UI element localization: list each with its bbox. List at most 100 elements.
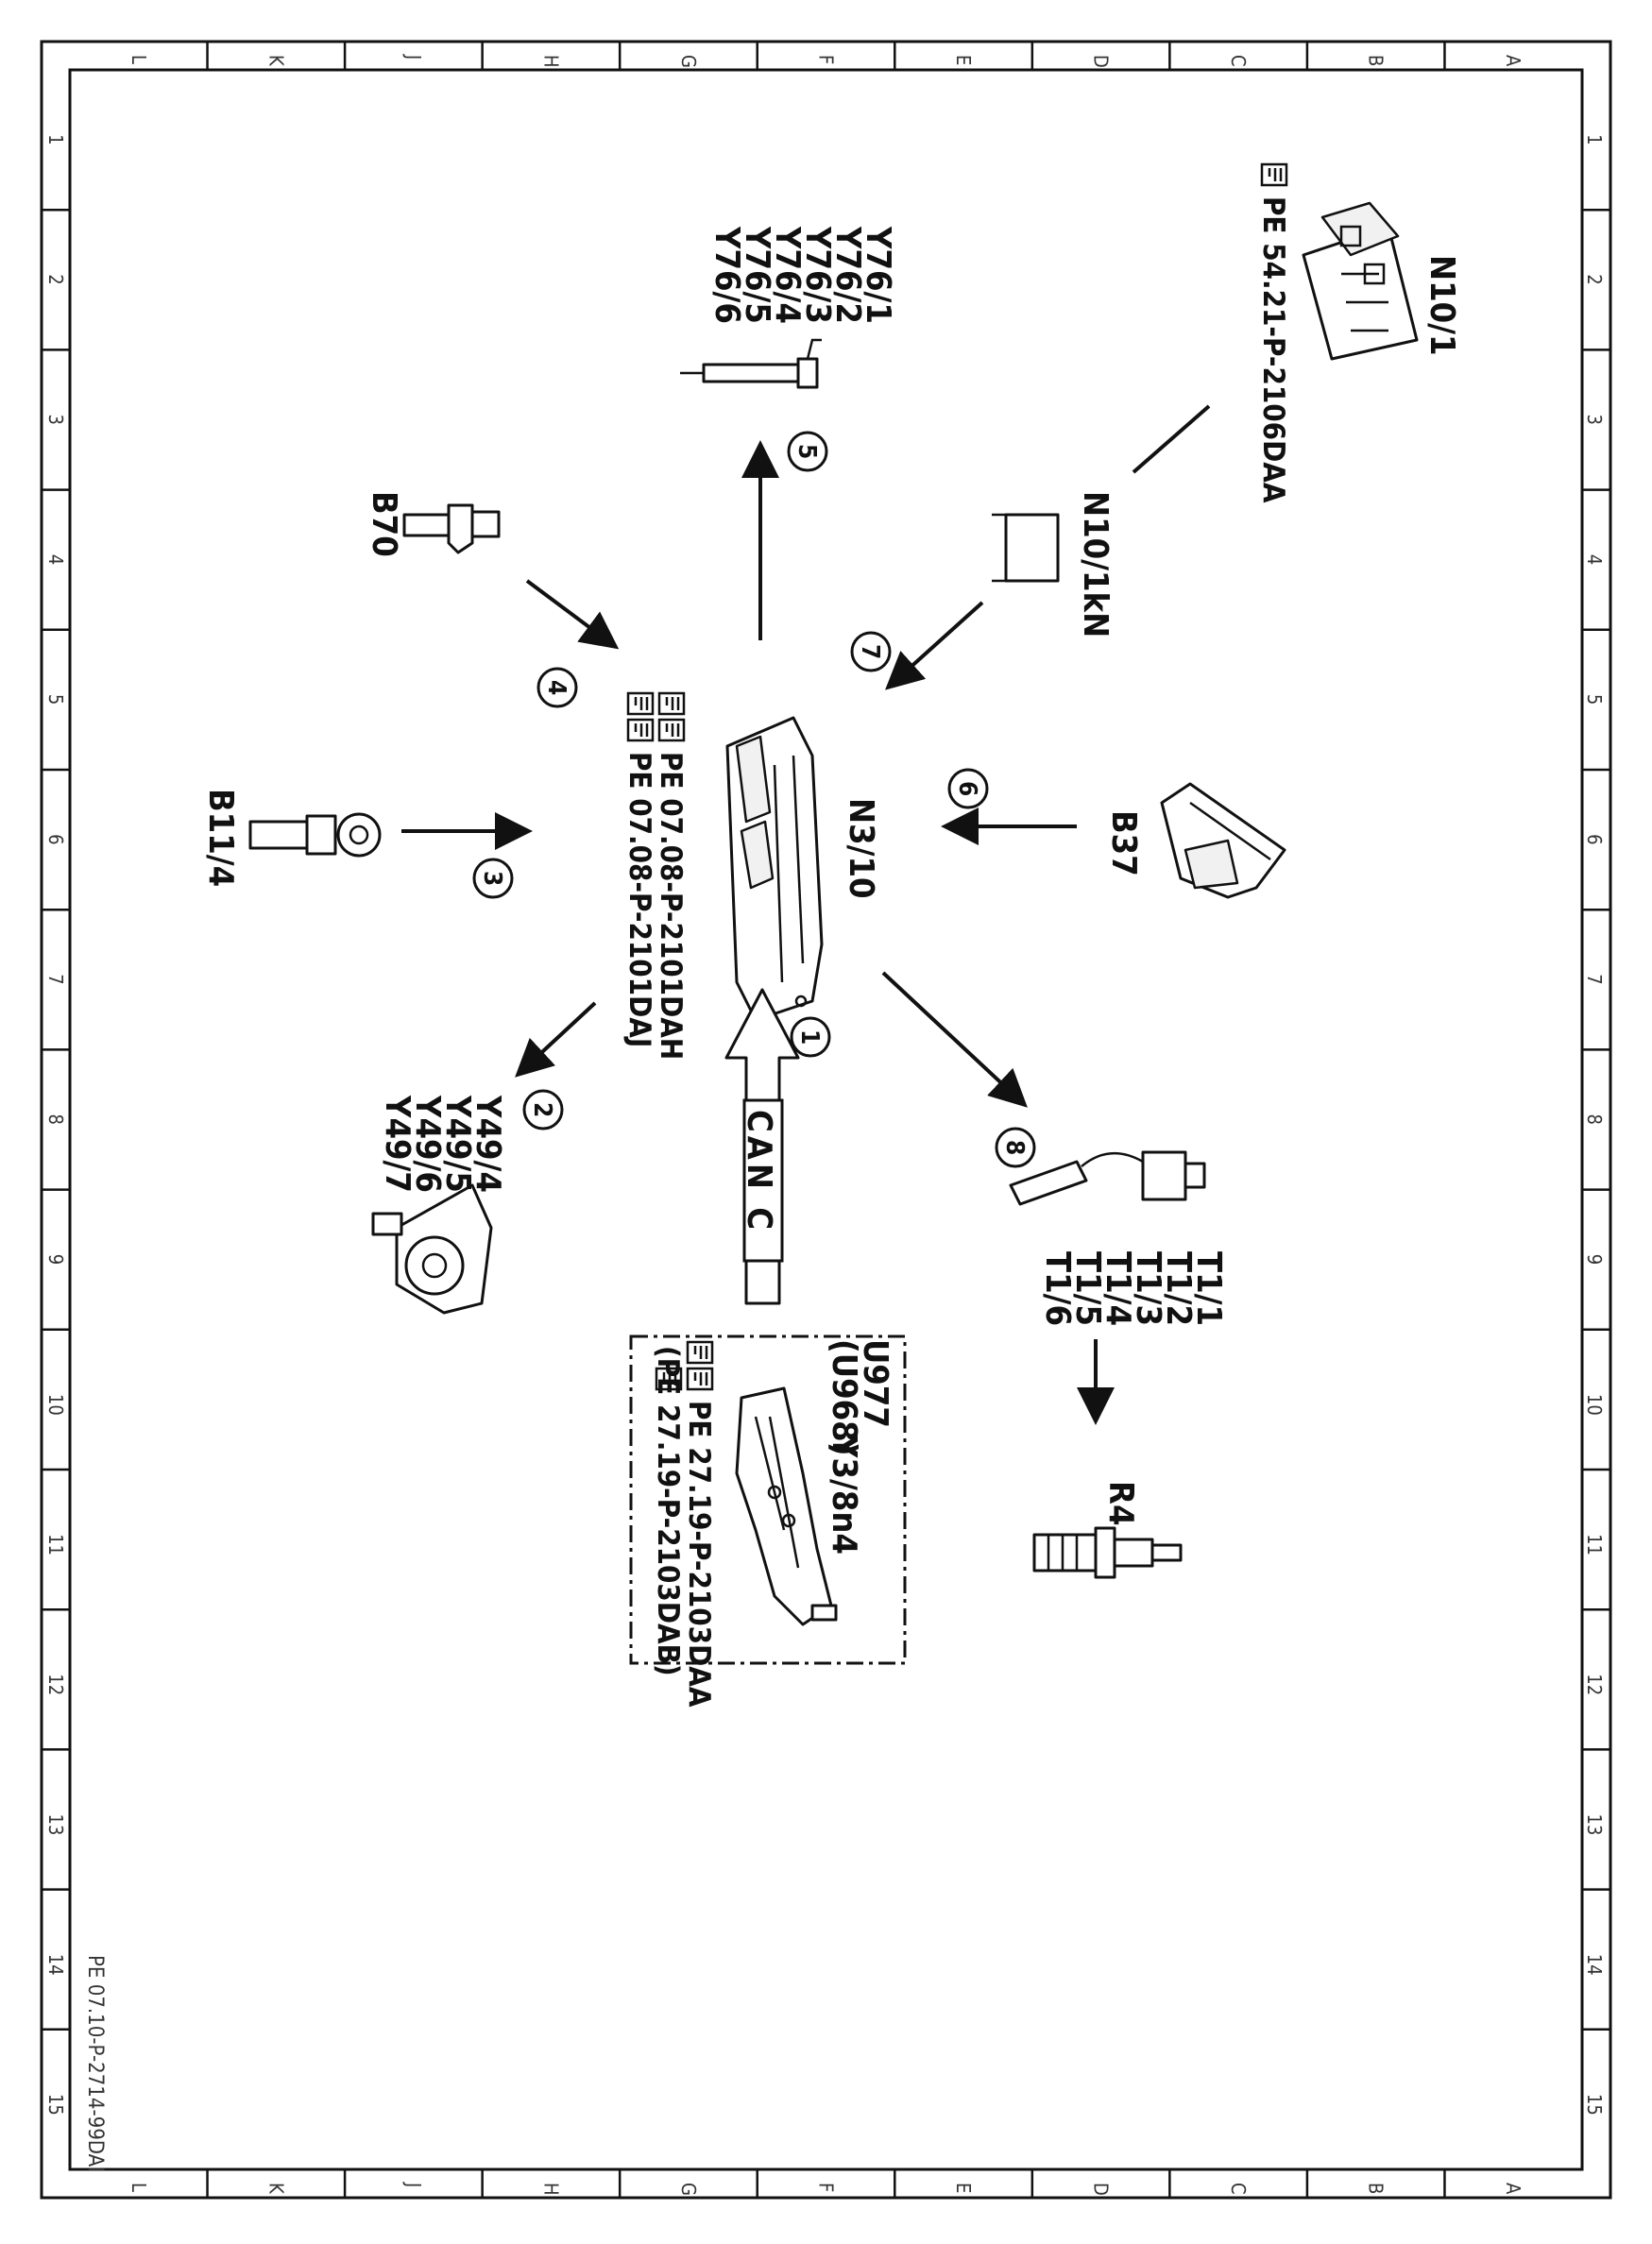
document-code-text: PE 07.10-P-2714-99DAI — [83, 1955, 107, 2172]
y49-label: Y49/5 — [438, 1095, 477, 1193]
accelerator-pedal-icon — [1160, 782, 1286, 899]
y76-label: Y76/2 — [828, 226, 867, 324]
pointing-hand-icon — [657, 718, 686, 742]
drawing-frame — [40, 40, 1612, 2200]
column-letter: C — [1227, 2183, 1250, 2195]
pointing-hand-icon — [686, 1340, 714, 1365]
y76-label: Y76/5 — [738, 226, 776, 324]
pointing-hand-icon — [626, 718, 655, 742]
row-number: 1 — [44, 134, 67, 144]
component-b70: B70 — [365, 491, 620, 650]
row-number: 5 — [44, 694, 67, 705]
column-letter: C — [1227, 55, 1250, 67]
ignition-coil-icon — [1009, 1150, 1206, 1206]
column-letter: A — [1502, 2183, 1524, 2195]
signal-number: 4 — [542, 680, 571, 695]
row-number: 11 — [1583, 1534, 1606, 1556]
spark-plug-icon — [1032, 1526, 1183, 1579]
column-letter: B — [1365, 2183, 1388, 2194]
position-sensor-icon — [402, 503, 501, 554]
component-b37: B37 — [941, 782, 1286, 899]
component-b11-4: B11/4 — [201, 789, 533, 887]
y76-label: Y76/3 — [798, 226, 837, 324]
column-letter: K — [264, 55, 287, 67]
pointing-hand-icon — [1260, 162, 1288, 187]
pointing-hand-icon — [657, 691, 686, 716]
n3-10-ref-2: PE 07.08-P-2101DAJ — [622, 752, 656, 1047]
row-number: 2 — [44, 274, 67, 284]
signal-circle-7: 7 — [850, 631, 892, 672]
column-letter: D — [1090, 2183, 1113, 2196]
signal-number-circles: 1 2 3 4 5 6 7 8 — [472, 431, 1036, 1168]
column-letter: A — [1502, 55, 1524, 67]
zone-grid-lines — [42, 42, 1610, 2198]
column-letter: B — [1365, 55, 1388, 66]
column-letter: F — [815, 2183, 838, 2192]
fuel-injector-icon — [680, 338, 822, 389]
t1-label: T1/5 — [1068, 1251, 1107, 1326]
column-letter: K — [264, 2183, 287, 2195]
component-n10-1kn: N10/1kN — [885, 491, 1115, 690]
row-number: 4 — [44, 554, 67, 565]
row-number: 4 — [1583, 554, 1606, 565]
n10-1-label: N10/1 — [1422, 255, 1461, 356]
column-letter: H — [539, 55, 562, 68]
signal-circle-5: 5 — [787, 431, 828, 472]
row-number: 9 — [1583, 1254, 1606, 1265]
column-letter: J — [402, 54, 425, 60]
component-u977: U977 (U968) Y3/8n4 PE 27.19-P-2103DAA (P… — [629, 1334, 907, 1708]
signal-number: 1 — [795, 1029, 824, 1045]
b70-label: B70 — [365, 491, 403, 557]
column-letter: L — [128, 2183, 150, 2192]
can-c-bus-arrow: CAN C — [724, 988, 800, 1305]
row-number: 15 — [1583, 2094, 1606, 2116]
row-number: 13 — [1583, 1814, 1606, 1836]
row-number: 15 — [44, 2094, 67, 2116]
row-number: 14 — [1583, 1954, 1606, 1976]
y76-label: Y76/1 — [859, 226, 897, 324]
signal-circle-2: 2 — [522, 1089, 564, 1130]
row-number: 7 — [44, 974, 67, 984]
valve-body-icon — [735, 1386, 838, 1626]
camshaft-solenoid-icon — [371, 1183, 493, 1315]
row-number: 8 — [1583, 1114, 1606, 1125]
document-code: PE 07.10-P-2714-99DAI — [83, 1955, 107, 2172]
y49-label: Y49/6 — [408, 1095, 447, 1193]
b37-label: B37 — [1104, 810, 1143, 876]
column-letter: H — [539, 2183, 562, 2196]
u977-ref-1: PE 27.19-P-2103DAA — [682, 1401, 716, 1708]
y49-label: Y49/7 — [378, 1095, 417, 1193]
signal-number: 2 — [528, 1102, 556, 1117]
relay-icon — [992, 513, 1060, 583]
n3-10-label: N3/10 — [842, 798, 880, 899]
row-number: 5 — [1583, 694, 1606, 705]
component-r4: R4 — [1032, 1481, 1183, 1579]
t1-label: T1/2 — [1159, 1251, 1198, 1326]
fuse-relay-module-icon — [1302, 201, 1419, 361]
component-t1: T1/1T1/2T1/3T1/4T1/5T1/6 — [881, 971, 1228, 1425]
row-number: 2 — [1583, 274, 1606, 284]
row-number: 14 — [44, 1954, 67, 1976]
t1-label: T1/6 — [1038, 1251, 1077, 1326]
column-letter: E — [952, 55, 975, 65]
row-number: 6 — [44, 834, 67, 844]
signal-circle-3: 3 — [472, 858, 514, 899]
t1-label: T1/3 — [1129, 1251, 1167, 1326]
n10-1-ref: PE 54.21-P-2106DAA — [1256, 196, 1290, 503]
ecu-icon — [725, 716, 824, 1022]
row-number: 8 — [44, 1114, 67, 1125]
row-number: 11 — [44, 1534, 67, 1556]
t1-label: T1/4 — [1098, 1251, 1137, 1326]
signal-circle-6: 6 — [947, 768, 989, 809]
n3-10-ref-1: PE 07.08-P-2101DAH — [654, 752, 688, 1060]
column-letter: D — [1090, 55, 1113, 68]
column-letter: L — [128, 55, 150, 64]
signal-circle-8: 8 — [995, 1127, 1036, 1168]
signal-number: 8 — [1000, 1140, 1029, 1155]
column-letter: G — [677, 2183, 700, 2196]
n10-1kn-label: N10/1kN — [1076, 491, 1115, 638]
signal-number: 7 — [856, 644, 884, 659]
row-number: 12 — [44, 1674, 67, 1695]
